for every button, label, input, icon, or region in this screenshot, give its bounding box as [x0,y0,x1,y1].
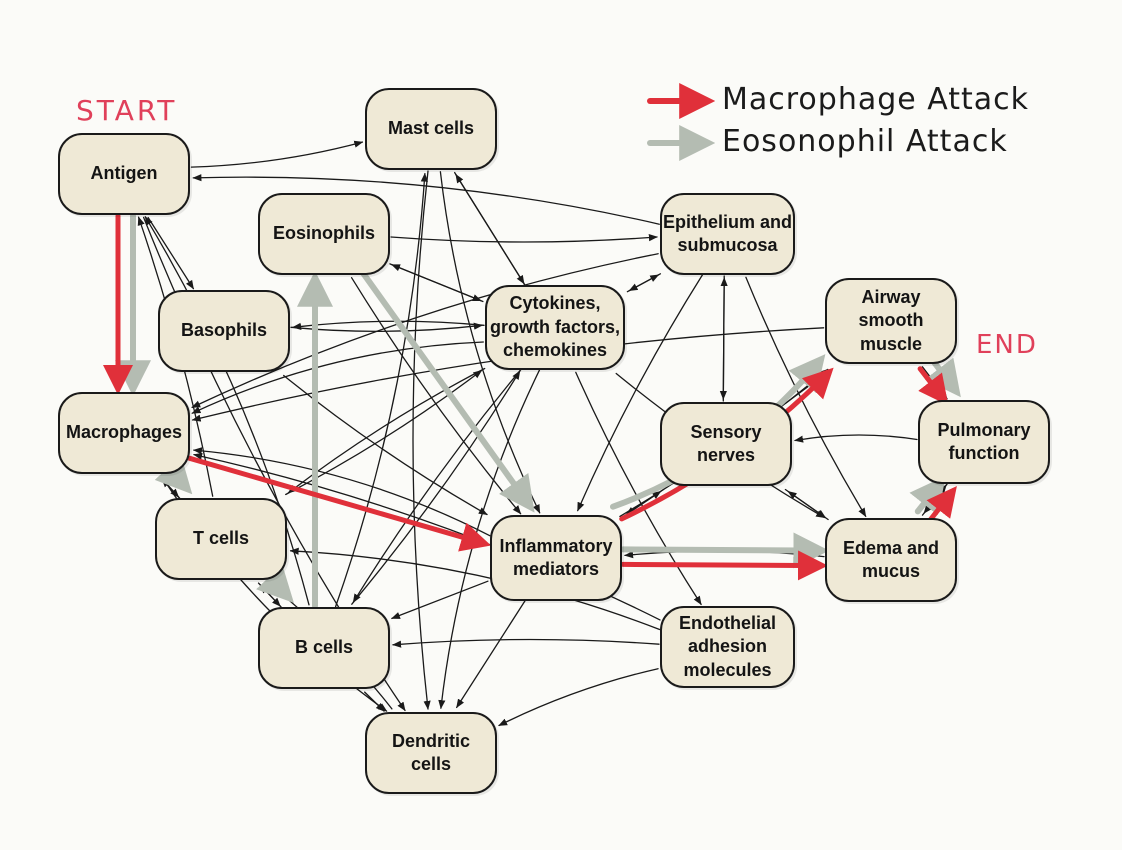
node-dendritic-cells: Dendritic cells [365,712,497,794]
connection-arrow [575,371,702,606]
connection-arrow [192,174,660,225]
connection-arrow [787,490,829,521]
node-epithelium-submucosa: Epithelium and submucosa [660,193,795,275]
connection-arrow [192,447,491,537]
node-pulmonary-function: Pulmonary function [918,400,1050,484]
node-endothelial-adhesion-molecules: Endothelial adhesion molecules [660,606,795,688]
connection-arrow [794,434,918,443]
connection-arrow [456,599,526,709]
node-inflammatory-mediators: Inflammatory mediators [490,515,622,601]
node-edema-mucus: Edema and mucus [825,518,957,602]
eosinophil-attack-arrow [620,532,830,569]
connection-arrow [289,547,661,631]
macrophage-attack-arrow [186,455,492,552]
eosinophil-attack-arrow [358,267,535,513]
connection-arrows [137,140,949,727]
connection-arrow [391,264,484,303]
connection-arrow [147,216,195,290]
node-airway-smooth-muscle: Airway smooth muscle [825,278,957,364]
node-cytokines: Cytokines, growth factors, chemokines [485,285,625,370]
node-macrophages: Macrophages [58,392,190,474]
connection-arrow [628,273,662,292]
connection-arrow [498,668,659,727]
connection-arrow [412,170,431,710]
connection-arrow [190,140,364,168]
end-annotation: END [976,330,1038,360]
connection-arrow [287,367,486,494]
node-antigen: Antigen [58,133,190,215]
legend-eosinophil-label: Eosonophil Attack [722,124,1008,159]
connection-arrow [285,369,483,496]
connection-arrow [392,638,660,648]
node-t-cells: T cells [155,498,287,580]
connection-arrow [334,172,428,608]
node-basophils: Basophils [158,290,290,372]
macrophage-attack-arrow [917,366,949,406]
node-b-cells: B cells [258,607,390,689]
connection-arrow [350,277,522,515]
connection-arrow [351,370,521,605]
node-sensory-nerves: Sensory nerves [660,402,792,486]
connection-arrow [577,273,704,512]
connection-arrow [391,580,489,620]
node-eosinophils: Eosinophils [258,193,390,275]
connection-arrow [390,234,658,243]
connection-arrow [364,691,385,712]
start-annotation: START [76,94,178,127]
connection-arrow [191,341,484,414]
connection-arrow [455,173,526,287]
macrophage-attack-arrow [620,550,828,581]
connection-arrow [439,171,541,514]
legend-macrophage-label: Macrophage Attack [722,82,1030,117]
legend-arrows [647,83,716,161]
connection-arrow [191,253,659,409]
node-mast-cells: Mast cells [365,88,497,170]
connection-arrow [720,277,728,402]
connection-arrow [292,320,485,330]
connection-arrow [352,368,522,603]
